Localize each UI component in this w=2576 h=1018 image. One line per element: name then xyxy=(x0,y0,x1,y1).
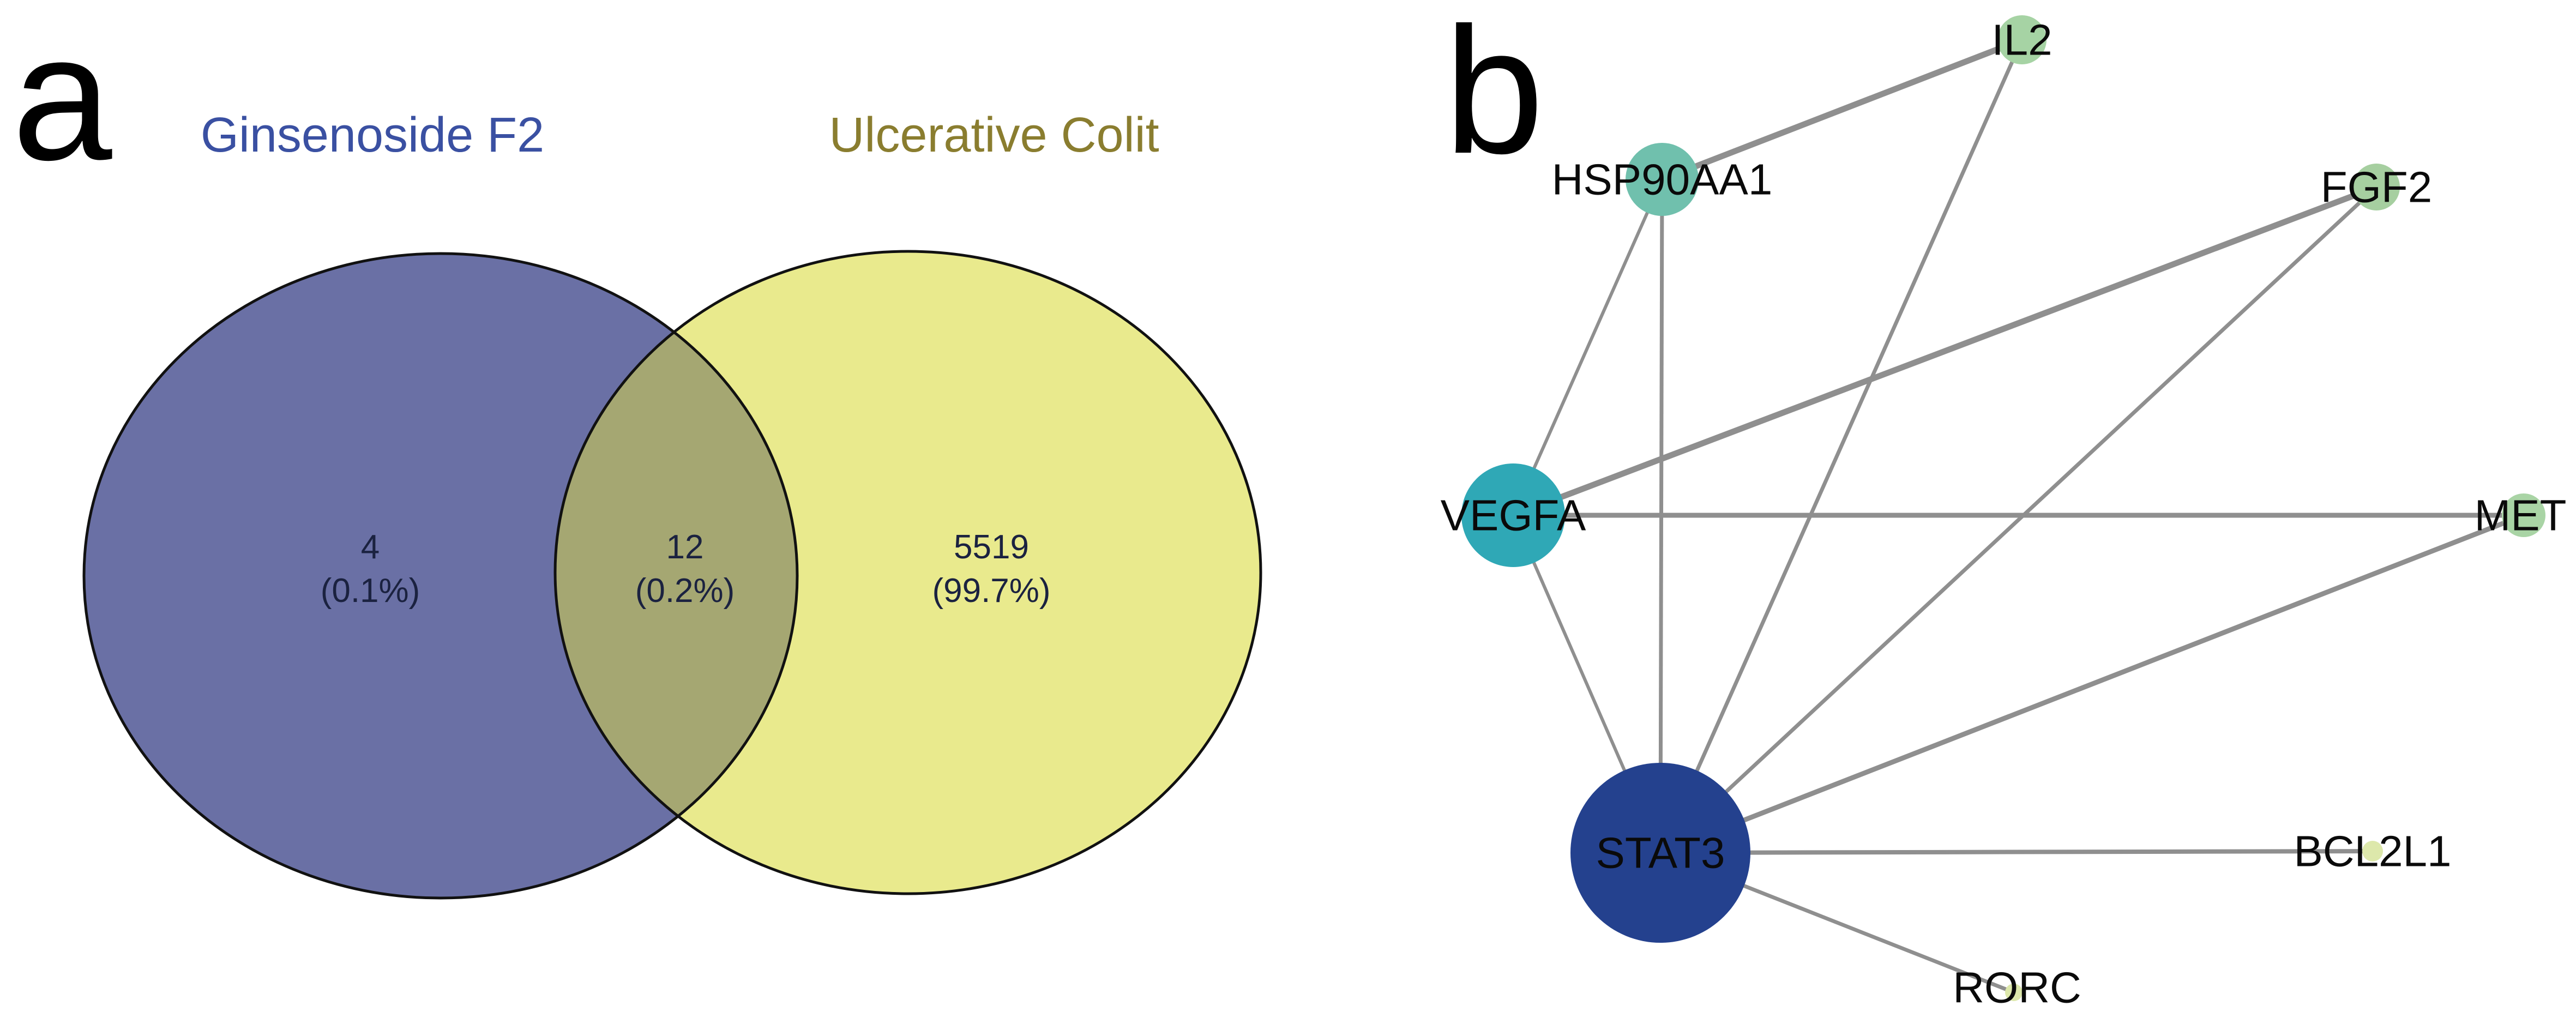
network-node-VEGFA xyxy=(1461,463,1565,567)
network-node-FGF2 xyxy=(2353,164,2400,210)
venn-circle-left-outline xyxy=(82,252,799,900)
network-node-label-FGF2: FGF2 xyxy=(2321,163,2432,212)
venn-right-count: 5519 xyxy=(954,528,1029,566)
network-edge-FGF2-VEGFA xyxy=(1512,184,2378,519)
network-node-label-STAT3: STAT3 xyxy=(1596,829,1725,877)
network-node-label-BCL2L1: BCL2L1 xyxy=(2294,827,2451,876)
network-node-label-HSP90AA1: HSP90AA1 xyxy=(1552,155,1773,204)
network-edge-FGF2-STAT3 xyxy=(1659,185,2378,854)
network-node-label-IL2: IL2 xyxy=(1991,16,2052,64)
network-edge-HSP90AA1-VEGFA xyxy=(1512,178,1664,516)
panel-a-label: a xyxy=(12,0,113,197)
network-node-label-VEGFA: VEGFA xyxy=(1441,491,1586,540)
venn-right-percent: (99.7%) xyxy=(932,572,1050,610)
network-node-HSP90AA1 xyxy=(1626,143,1699,216)
network-edge-STAT3-MET xyxy=(1659,513,2525,856)
network-node-MET xyxy=(2502,493,2545,537)
venn-title-ginsenoside-f2: Ginsenoside F2 xyxy=(201,108,544,162)
network-node-RORC xyxy=(2005,984,2023,1001)
venn-overlap-percent: (0.2%) xyxy=(635,572,735,610)
venn-title-ulcerative-colit: Ulcerative Colit xyxy=(829,108,1159,162)
panel-a-venn: a Ginsenoside F2 Ulcerative Colit 4 (0.1… xyxy=(12,0,1262,900)
network-node-label-RORC: RORC xyxy=(1953,963,2081,1012)
network-node-label-MET: MET xyxy=(2475,491,2567,540)
network-node-STAT3 xyxy=(1570,763,1750,943)
venn-left-percent: (0.1%) xyxy=(321,572,420,610)
network-edge-IL2-STAT3 xyxy=(1658,39,2024,854)
venn-overlap-region xyxy=(555,254,797,894)
venn-circle-right-outline xyxy=(553,250,1262,895)
network-edge-IL2-HSP90AA1 xyxy=(1661,37,2023,183)
network-node-BCL2L1 xyxy=(2362,841,2383,862)
venn-left-count: 4 xyxy=(361,528,380,566)
network-node-IL2 xyxy=(1997,15,2047,64)
venn-overlap-count: 12 xyxy=(666,528,704,566)
panel-b-label: b xyxy=(1444,0,1544,191)
network-edge-STAT3-BCL2L1 xyxy=(1660,849,2373,855)
